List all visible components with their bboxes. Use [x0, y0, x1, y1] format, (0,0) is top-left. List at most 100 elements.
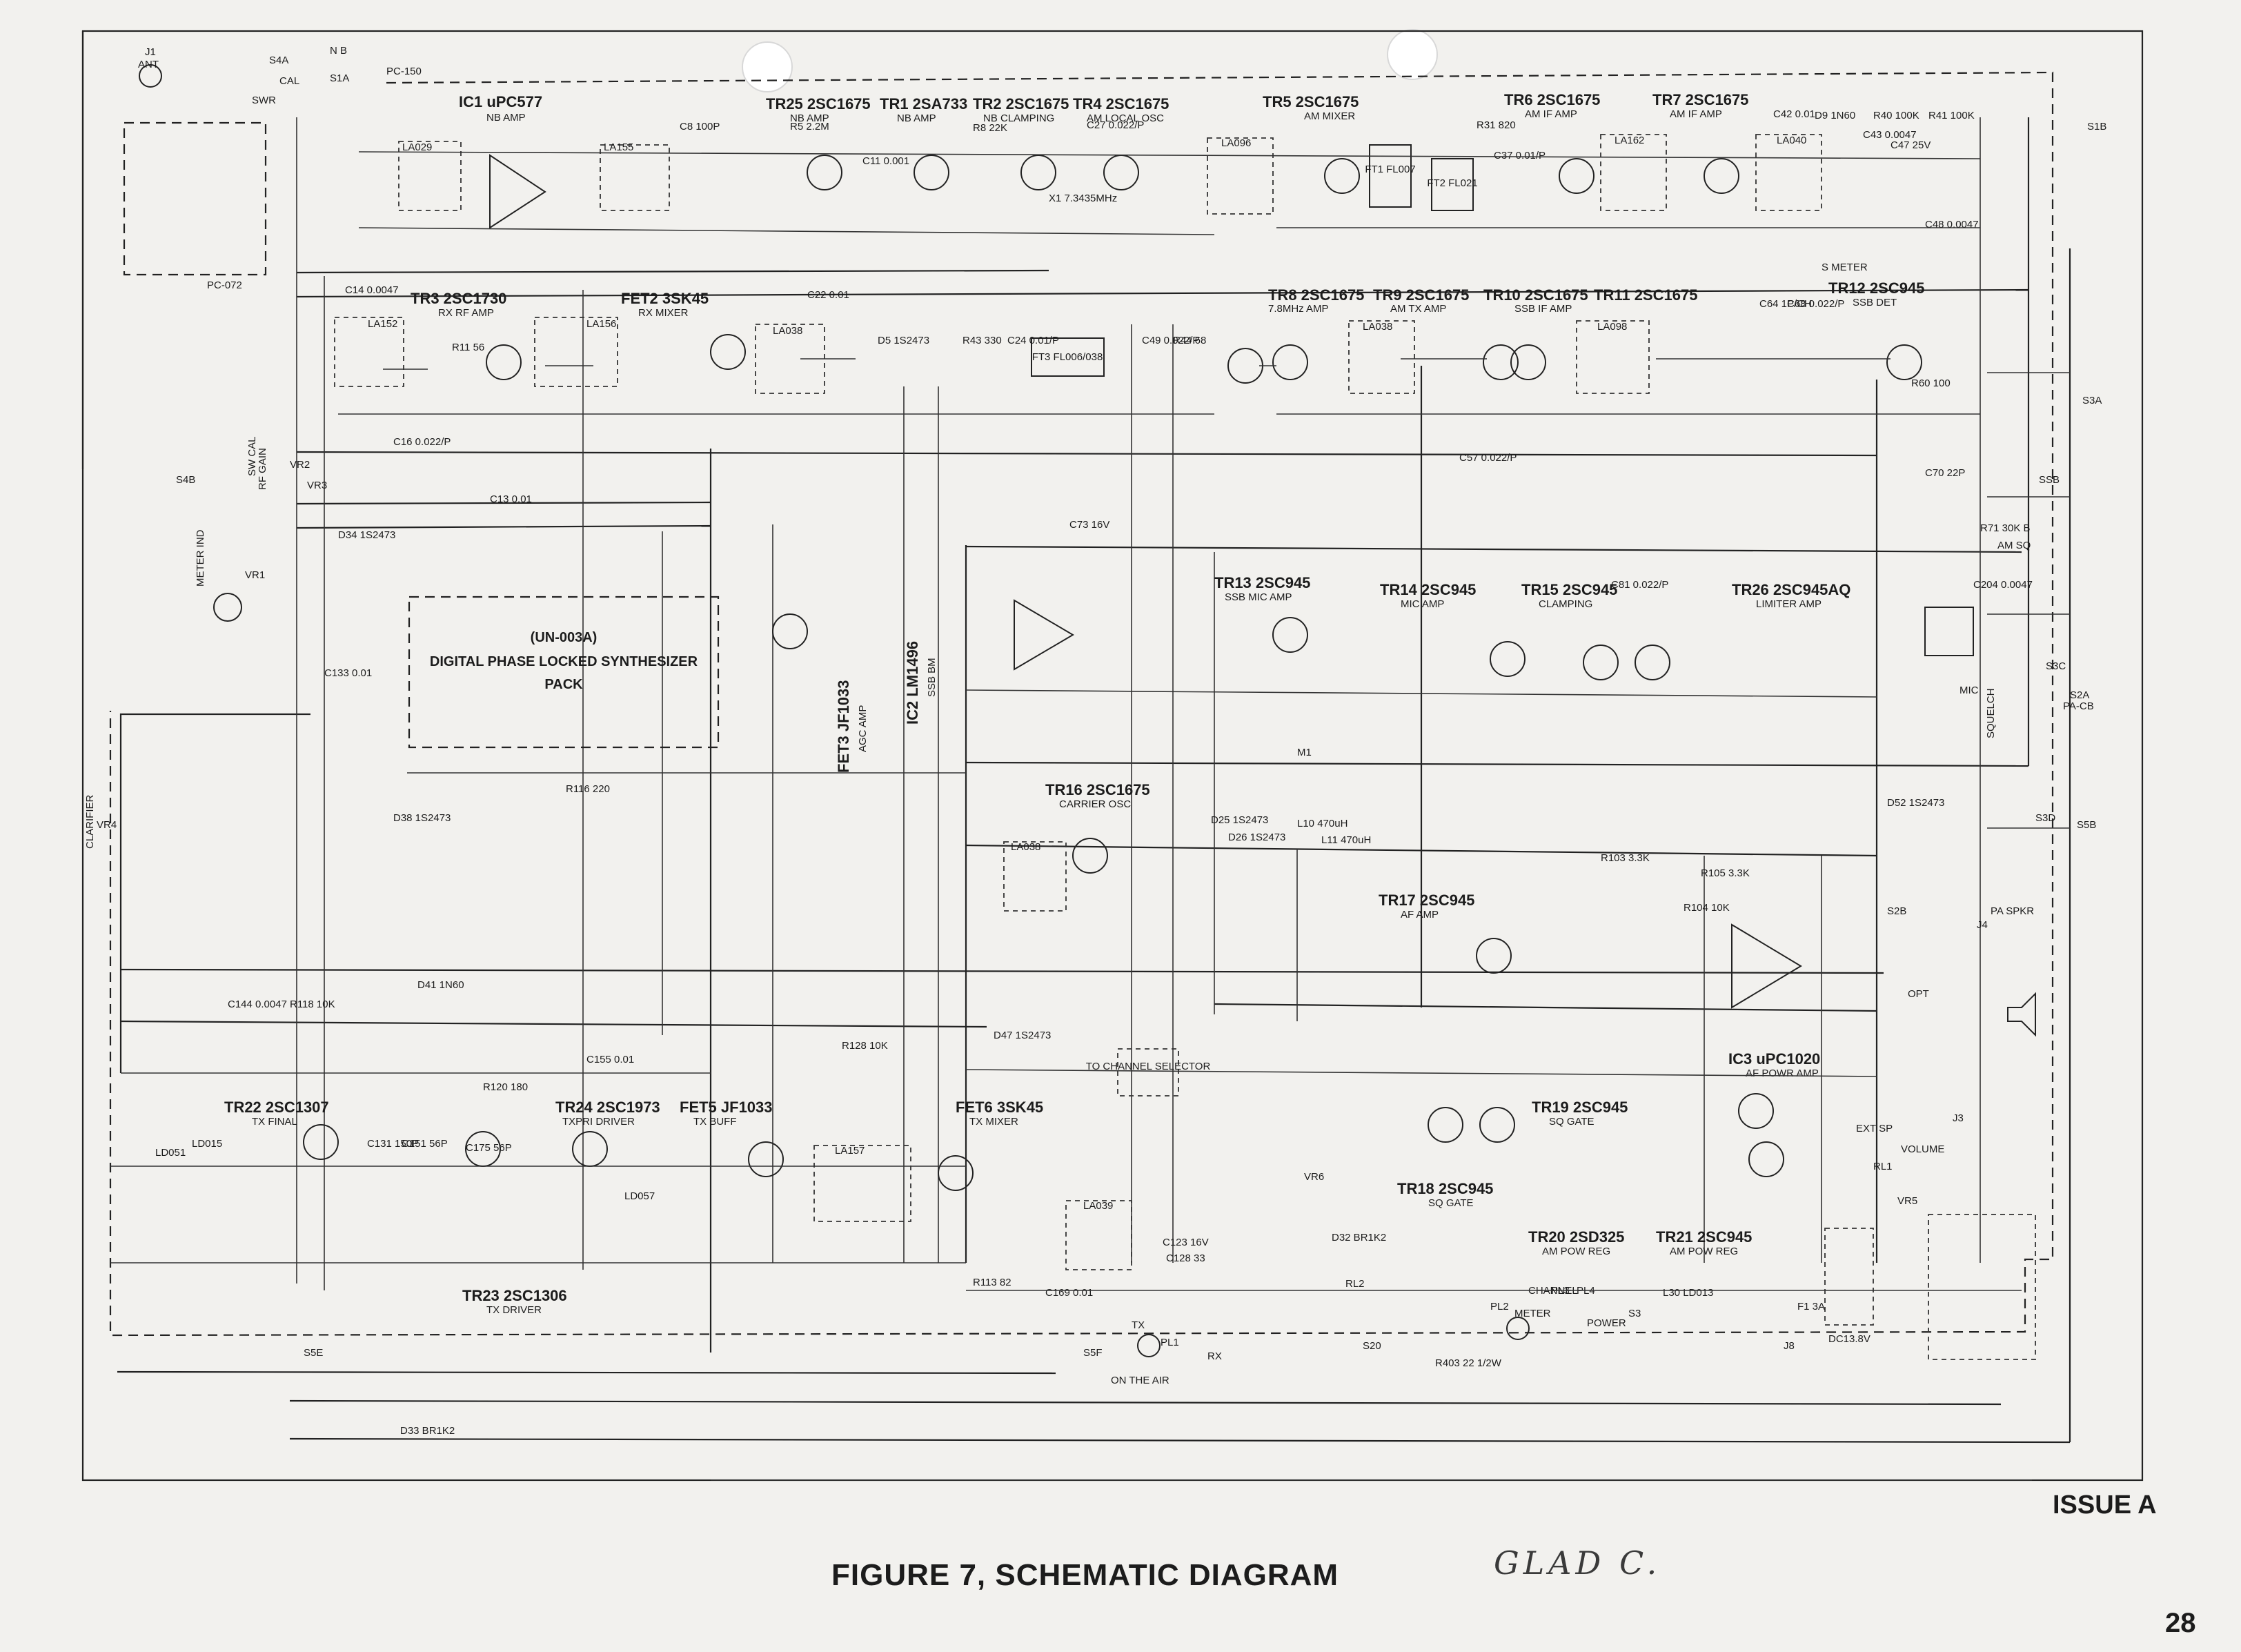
tr9-fn: AM TX AMP — [1390, 303, 1446, 315]
part-label: C175 56P — [466, 1142, 512, 1154]
part-label: D34 1S2473 — [338, 529, 395, 541]
part-label: C64 1P/CH — [1759, 298, 1812, 310]
pa-cb-label: PA-CB — [2063, 700, 2094, 712]
tr15-label: TR15 2SC945 — [1521, 581, 1617, 598]
part-label: C43 0.0047 — [1863, 129, 1917, 141]
coil-label: LA038 — [773, 325, 802, 337]
tr6-fn: AM IF AMP — [1525, 108, 1577, 120]
tr9-label: TR9 2SC1675 — [1373, 286, 1469, 304]
meter-label: METER — [1514, 1308, 1551, 1319]
channel-selector-label: TO CHANNEL SELECTOR — [1086, 1061, 1211, 1072]
main-bus-rails — [81, 31, 2071, 1444]
part-label: M1 — [1297, 747, 1312, 758]
tr8-fn: 7.8MHz AMP — [1268, 303, 1329, 315]
coil-label: LA152 — [368, 318, 397, 330]
coil-label: LA098 — [1597, 321, 1627, 333]
tr16-label: TR16 2SC1675 — [1045, 781, 1150, 798]
wiring-detail — [110, 151, 2070, 1481]
sw-cal-label: SW CAL — [246, 436, 258, 476]
ic2-fn: SSB BM — [926, 658, 938, 697]
part-label: C169 0.01 — [1045, 1287, 1093, 1299]
figure-caption: FIGURE 7, SCHEMATIC DIAGRAM — [831, 1558, 1339, 1592]
binder-hole-left — [742, 41, 793, 92]
fet5-label: FET5 JF1033 — [680, 1099, 773, 1116]
part-label: R403 22 1/2W — [1435, 1357, 1502, 1369]
part-label: C81 0.022/P — [1611, 579, 1668, 591]
ic3-label: IC3 uPC1020 — [1728, 1050, 1820, 1068]
part-label: D33 BR1K2 — [400, 1425, 455, 1437]
part-label: R60 100 — [1911, 377, 1951, 389]
fet3-label: FET3 JF1033 — [835, 680, 852, 773]
ft1-label: FT1 FL007 — [1365, 164, 1415, 175]
stage-labels: IC1 uPC577 NB AMP TR25 2SC1675 NB AMP TR… — [224, 91, 1924, 1316]
coil-label: LA040 — [1777, 135, 1806, 146]
panel-labels: J1 ANT S4A N B S1A SWR CAL PC-150 PC-072… — [84, 45, 2106, 1386]
volume-label: VOLUME — [1901, 1143, 1944, 1155]
tr3-fn: RX RF AMP — [438, 307, 494, 319]
tr3-label: TR3 2SC1730 — [411, 290, 506, 307]
ic3-fn: AF POWR AMP — [1746, 1068, 1819, 1079]
speaker-symbol — [2007, 992, 2036, 1037]
part-label: R104 10K — [1684, 902, 1730, 914]
tr17-label: TR17 2SC945 — [1379, 892, 1474, 909]
part-label: VR3 — [307, 480, 327, 491]
part-label: C128 33 — [1166, 1252, 1205, 1264]
part-label: S3 — [1628, 1308, 1641, 1319]
part-label: RL1 — [1873, 1161, 1893, 1172]
part-label: S5B — [2077, 819, 2096, 831]
tr6-label: TR6 2SC1675 — [1504, 91, 1600, 108]
fet6-fn: TX MIXER — [969, 1116, 1018, 1128]
tr4-fn: AM LOCAL OSC — [1087, 112, 1164, 124]
fet2-label: FET2 3SK45 — [621, 290, 709, 307]
part-label: D26 1S2473 — [1228, 832, 1285, 843]
nb-label: N B — [330, 45, 347, 57]
s3c-label: S3C — [2046, 660, 2066, 672]
tr7-fn: AM IF AMP — [1670, 108, 1722, 120]
ic1-fn: NB AMP — [486, 112, 526, 124]
ft2-label: FT2 FL021 — [1427, 177, 1477, 189]
ic1-label: IC1 uPC577 — [459, 93, 542, 110]
tr7-label: TR7 2SC1675 — [1652, 91, 1748, 108]
coil-label: LD015 — [192, 1138, 222, 1150]
am-sq-label: AM SQ — [1997, 540, 2031, 551]
part-label: D47 1S2473 — [994, 1030, 1051, 1041]
tr16-fn: CARRIER OSC — [1059, 798, 1131, 810]
s20-label: S20 — [1363, 1340, 1381, 1352]
tr24-fn: TXPRI DRIVER — [562, 1116, 635, 1128]
tr22-label: TR22 2SC1307 — [224, 1099, 329, 1116]
part-label: R113 82 — [973, 1277, 1011, 1288]
cal-label: CAL — [279, 75, 299, 87]
tr19-fn: SQ GATE — [1549, 1116, 1595, 1128]
synth-title: (UN-003A) — [531, 630, 598, 645]
s3d-label: S3D — [2035, 812, 2055, 824]
issue-label: ISSUE A — [2053, 1491, 2157, 1520]
ic2-label: IC2 LM1496 — [904, 641, 921, 725]
part-label: R40 100K — [1873, 110, 1919, 121]
part-label: J4 — [1977, 919, 1988, 931]
part-label: C68 0.022/P — [1787, 298, 1844, 310]
ext-sp-label: EXT SP — [1856, 1123, 1893, 1134]
part-label: R120 180 — [483, 1081, 528, 1093]
tr2-fn: NB CLAMPING — [983, 112, 1054, 124]
tr10-fn: SSB IF AMP — [1514, 303, 1572, 315]
part-label: C16 0.022/P — [393, 436, 451, 448]
part-label: R103 3.3K — [1601, 852, 1650, 864]
part-label: R128 10K — [842, 1040, 888, 1052]
coil-label: LA038 — [1011, 841, 1040, 853]
coil-label: LA029 — [402, 141, 432, 153]
tr14-fn: MIC AMP — [1401, 598, 1444, 610]
part-label: D25 1S2473 — [1211, 814, 1268, 826]
part-label: C22 0.01 — [807, 289, 849, 301]
tr5-label: TR5 2SC1675 — [1263, 93, 1359, 110]
power-label: POWER — [1587, 1317, 1626, 1329]
coil-label: LA038 — [1363, 321, 1392, 333]
tr10-label: TR10 2SC1675 — [1483, 286, 1588, 304]
part-label: C11 0.001 — [862, 155, 909, 167]
part-label: C8 100P — [680, 121, 720, 132]
part-label: D9 1N60 — [1815, 110, 1855, 121]
tr20-label: TR20 2SD325 — [1528, 1228, 1624, 1246]
part-label: D5 1S2473 — [878, 335, 929, 346]
part-label: L10 470uH — [1297, 818, 1347, 829]
opt-label: OPT — [1908, 988, 1929, 1000]
part-label: R71 30K B — [1980, 522, 2031, 534]
